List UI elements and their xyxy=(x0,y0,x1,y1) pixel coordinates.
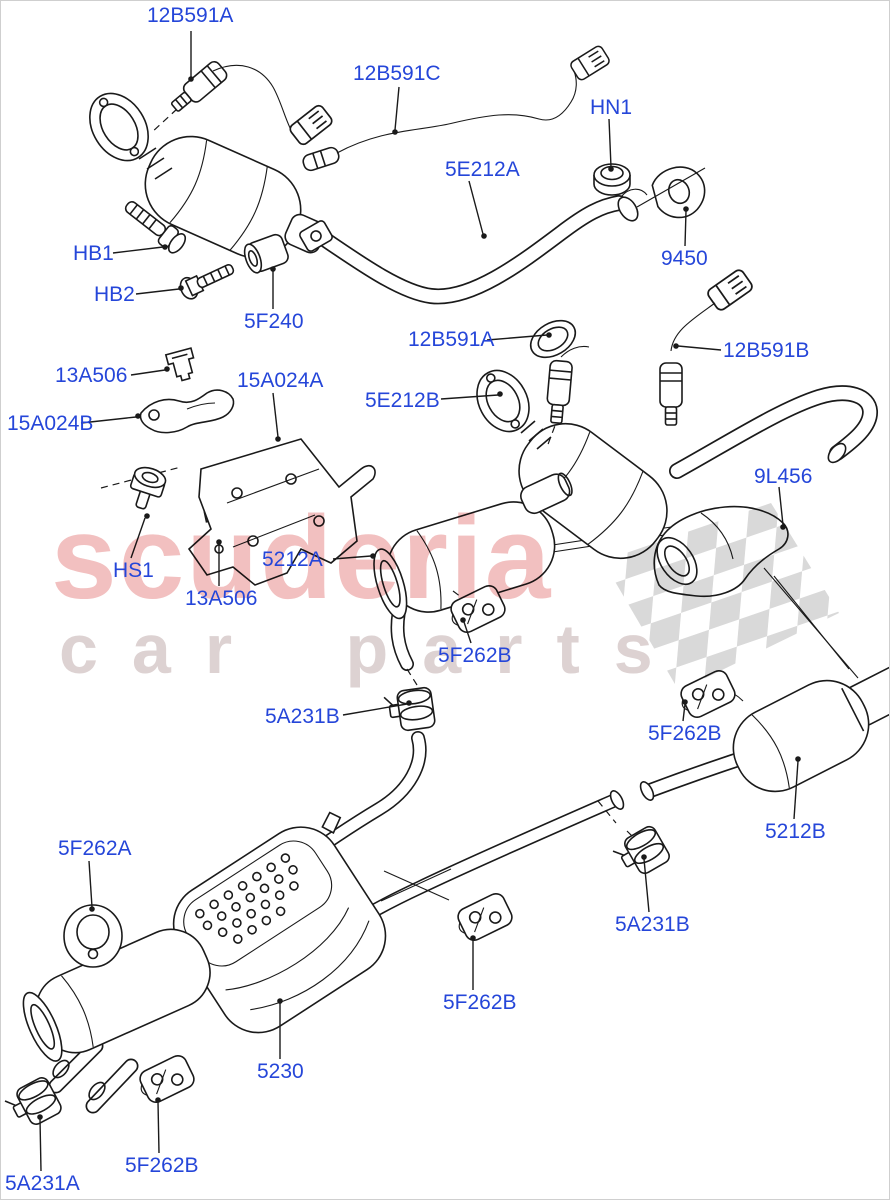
part-label-5212b[interactable]: 5212B xyxy=(765,820,826,843)
part-label-12b591b[interactable]: 12B591B xyxy=(723,339,810,362)
flange-nut xyxy=(593,163,631,196)
part-label-15a024a[interactable]: 15A024A xyxy=(237,369,324,392)
part-label-hb1[interactable]: HB1 xyxy=(73,242,114,265)
bracket-strap-15a024b xyxy=(139,389,235,434)
part-label-5f262b-2[interactable]: 5F262B xyxy=(648,722,722,745)
part-label-5f262a[interactable]: 5F262A xyxy=(58,837,132,860)
hanger-5f262a xyxy=(63,904,123,968)
part-label-5f262b-1[interactable]: 5F262B xyxy=(438,644,512,667)
bracket-plate-15a024a xyxy=(187,438,376,586)
leader-lines xyxy=(37,31,801,1172)
clip-13a506-1 xyxy=(164,347,195,382)
oxygen-sensor-1 xyxy=(166,58,335,148)
muffler-5230 xyxy=(22,811,387,1101)
part-label-12b591a-2[interactable]: 12B591A xyxy=(408,328,495,351)
part-label-hn1[interactable]: HN1 xyxy=(590,96,633,119)
part-label-5e212a[interactable]: 5E212A xyxy=(445,158,520,181)
mount-bushing-5f240 xyxy=(243,220,333,274)
bolt-hs1 xyxy=(129,466,167,510)
part-label-15a024b[interactable]: 15A024B xyxy=(7,412,94,435)
oxygen-sensor-3 xyxy=(659,267,755,426)
part-label-5e212b[interactable]: 5E212B xyxy=(365,389,440,412)
part-label-5a231b-1[interactable]: 5A231B xyxy=(265,705,340,728)
part-label-5a231b-2[interactable]: 5A231B xyxy=(615,913,690,936)
part-label-12b591c[interactable]: 12B591C xyxy=(353,62,441,85)
part-label-5f262b-3[interactable]: 5F262B xyxy=(443,991,517,1014)
muffler-5212a xyxy=(373,472,573,620)
part-label-5f240[interactable]: 5F240 xyxy=(244,310,304,333)
part-label-9l456[interactable]: 9L456 xyxy=(754,465,813,488)
exhaust-gasket xyxy=(636,166,706,219)
bolt-hb1 xyxy=(124,201,187,254)
muffler-5212b xyxy=(710,659,889,793)
bolt-hb2 xyxy=(179,263,235,300)
part-label-13a506-1[interactable]: 13A506 xyxy=(55,364,128,387)
oxygen-sensor-cable-12b591c xyxy=(302,43,612,172)
part-label-5230[interactable]: 5230 xyxy=(257,1060,304,1083)
part-label-13a506-2[interactable]: 13A506 xyxy=(185,587,258,610)
part-label-5f262b-4[interactable]: 5F262B xyxy=(125,1154,199,1177)
part-label-hb2[interactable]: HB2 xyxy=(94,283,135,306)
part-label-9450[interactable]: 9450 xyxy=(661,247,708,270)
part-label-hs1[interactable]: HS1 xyxy=(113,559,154,582)
part-label-12b591a-1[interactable]: 12B591A xyxy=(147,4,234,27)
part-label-5212a[interactable]: 5212A xyxy=(262,548,323,571)
oxygen-sensor-2 xyxy=(529,319,590,425)
part-label-5a231a[interactable]: 5A231A xyxy=(5,1172,80,1195)
front-pipe-end xyxy=(617,188,648,222)
